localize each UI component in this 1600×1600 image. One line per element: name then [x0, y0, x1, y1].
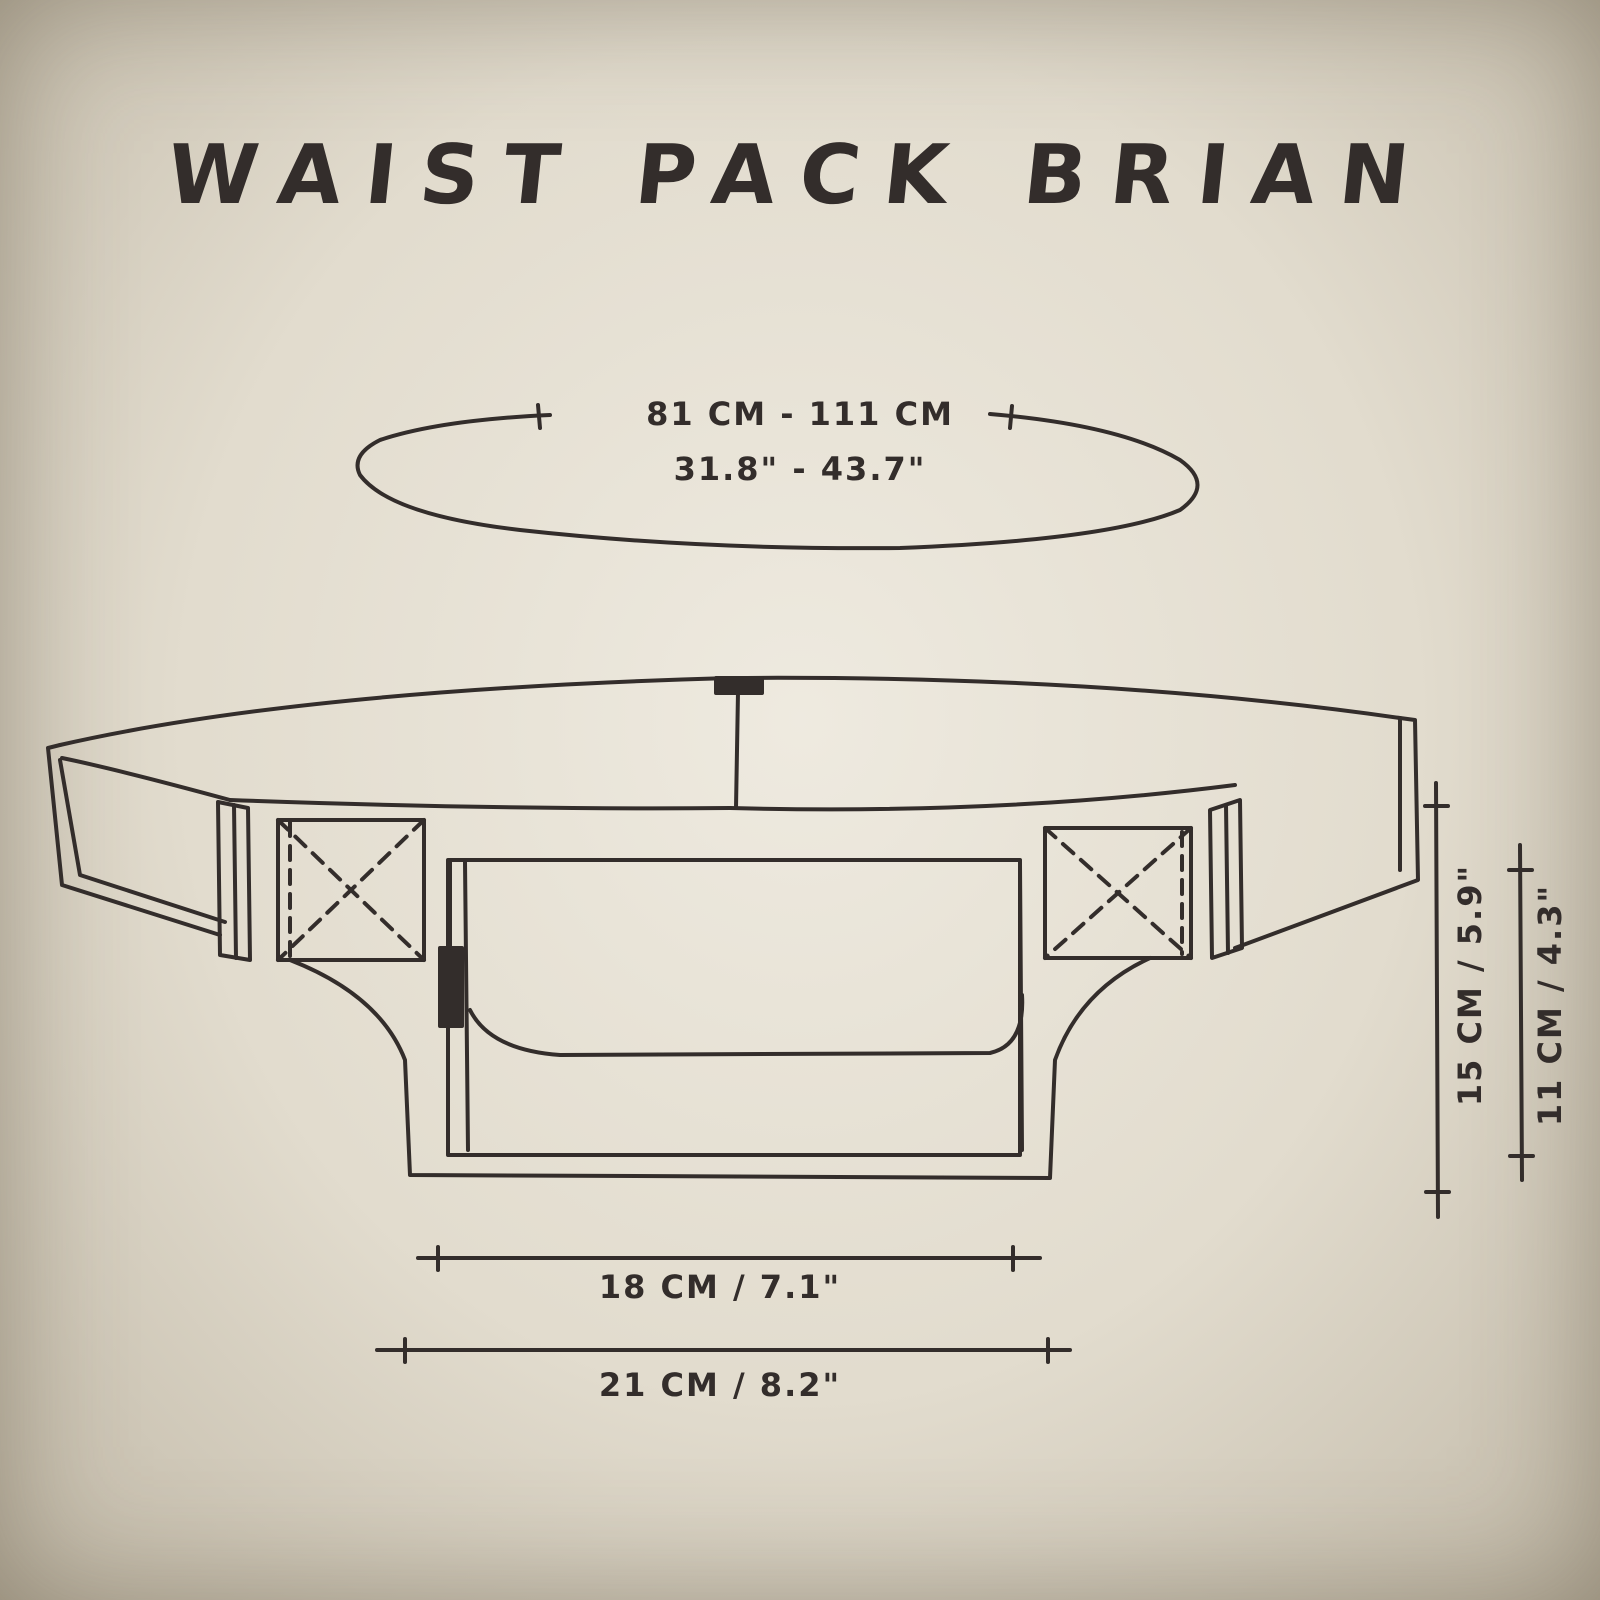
belt-strap — [46, 675, 1420, 950]
left-slider — [216, 800, 252, 962]
dim-line-11cm — [1507, 843, 1535, 1182]
left-patch — [276, 818, 426, 962]
front-pocket — [446, 858, 1025, 1157]
right-slider — [1208, 798, 1244, 960]
inner-height-label: 11 CM / 4.3" — [1531, 883, 1569, 1127]
waist-cm-label: 81 CM - 111 CM — [646, 395, 954, 433]
waist-tick-left — [536, 403, 542, 430]
pouch-body — [288, 956, 1152, 1180]
outer-width-label: 21 CM / 8.2" — [598, 1366, 842, 1404]
waist-circumference-ellipse — [355, 412, 1200, 551]
dim-line-21cm — [375, 1337, 1072, 1364]
inner-width-label: 18 CM / 7.1" — [598, 1268, 842, 1306]
dim-line-15cm — [1423, 781, 1451, 1219]
dim-line-18cm — [416, 1245, 1042, 1272]
zipper-pull — [438, 860, 464, 1028]
outer-height-label: 15 CM / 5.9" — [1451, 863, 1489, 1107]
waist-tick-right — [1008, 404, 1014, 430]
waist-inch-label: 31.8" - 43.7" — [673, 450, 927, 488]
center-seam — [734, 690, 740, 810]
right-patch — [1043, 826, 1193, 960]
top-buckle — [714, 676, 764, 695]
